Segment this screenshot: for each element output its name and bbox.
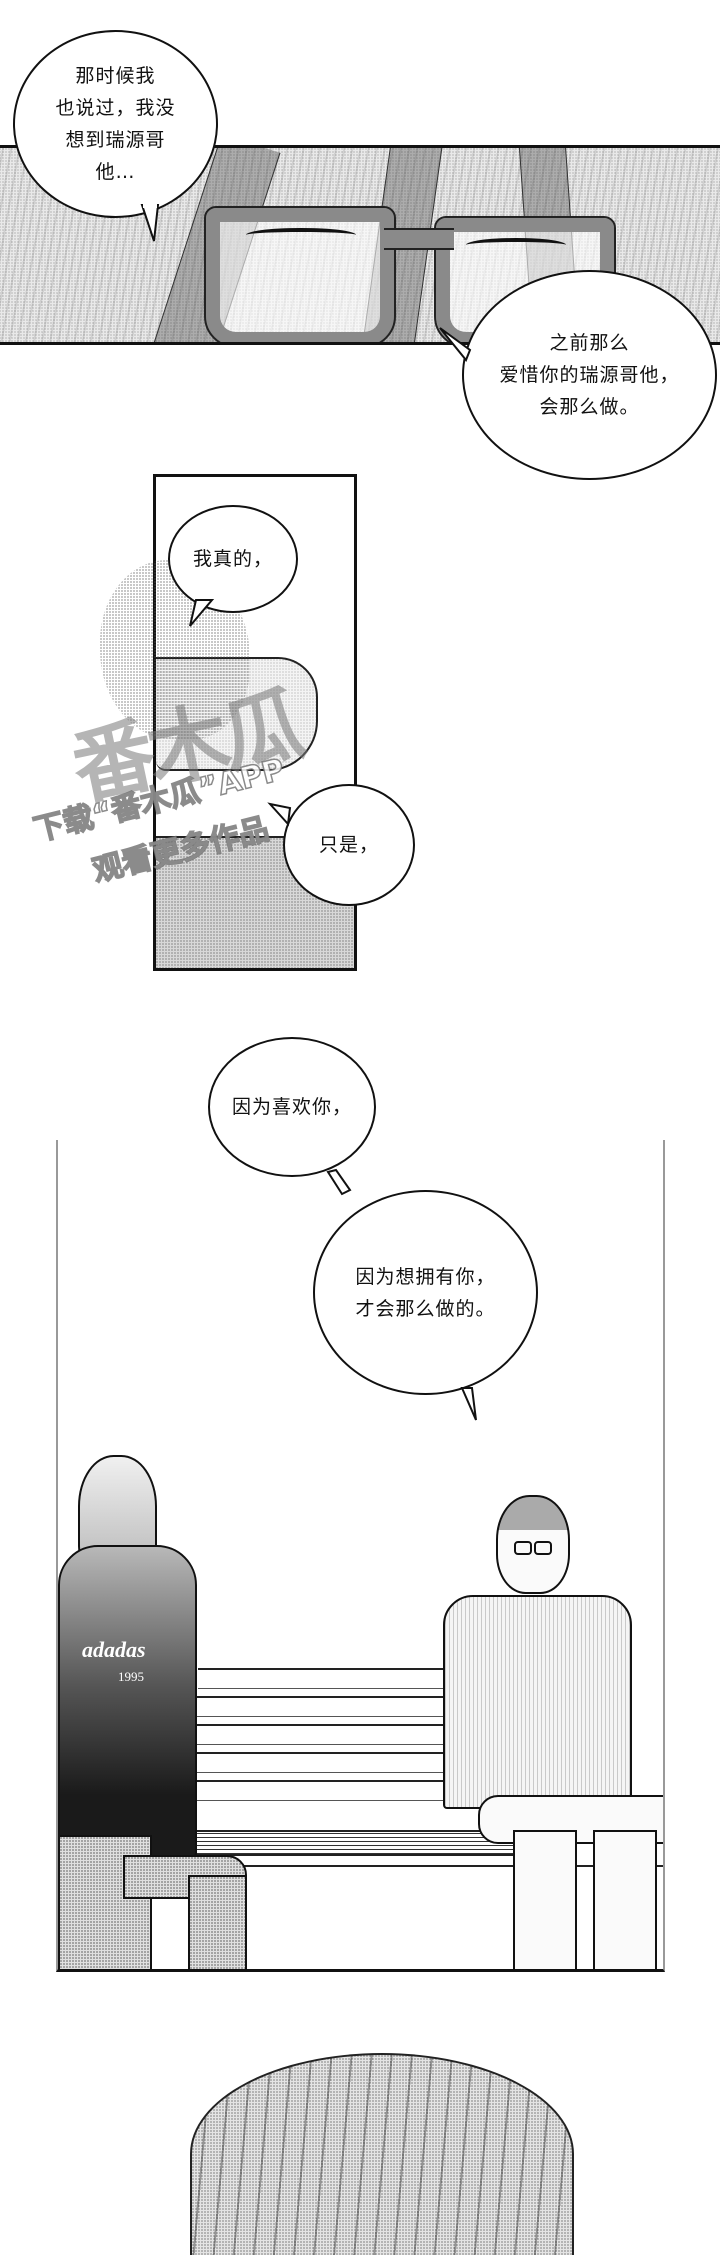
bubble-text: 因为喜欢你， [231,1096,352,1118]
bench-backrest-slat [183,1752,513,1773]
striped-shirt [443,1595,632,1809]
glasses-left-lens [204,206,396,342]
bubble-text: 因为想拥有你， 才会那么做的。 [355,1265,496,1320]
right-character-lower-leg [593,1830,657,1969]
shirt-year-print: 1995 [118,1669,144,1684]
bubble-tail [189,599,215,627]
hooded-character: adadas 1995 [58,1455,258,1969]
bench-backrest-slat [198,1668,508,1689]
right-character-lower-leg [513,1830,577,1969]
bubble-tail [140,204,160,242]
panel-hair-top [190,2053,574,2255]
left-eye [246,228,356,242]
bubble-text: 那时候我 也说过，我没 想到瑞源哥 他… [55,65,176,183]
bench-backrest-slat [183,1780,513,1801]
bubble-tail [267,802,292,827]
speech-bubble: 之前那么 爱惜你的瑞源哥他， 会那么做。 [462,270,717,480]
speech-bubble: 因为喜欢你， [208,1037,376,1177]
bubble-connector [326,1168,352,1196]
clenched-fist [156,657,318,771]
glasses-bridge [384,228,454,250]
glasses-character [443,1495,663,1969]
shirt-brand-print: adadas [82,1637,146,1662]
right-eye [466,238,566,252]
glasses-icon [534,1541,552,1555]
speech-bubble: 那时候我 也说过，我没 想到瑞源哥 他… [13,30,218,218]
speech-bubble: 我真的， [168,505,298,613]
bench-seat [188,1830,548,1856]
speech-bubble: 因为想拥有你， 才会那么做的。 [313,1190,538,1395]
bubble-text: 我真的， [192,548,273,570]
bench-backrest-slat [183,1724,513,1745]
bench-front-rail [58,1865,663,1875]
left-character-lower-leg [188,1875,247,1969]
bubble-tail [460,1387,477,1421]
bubble-tail [439,327,472,362]
speech-bubble: 只是， [283,784,415,906]
bubble-text: 只是， [318,834,379,856]
glasses-icon [514,1541,532,1555]
bubble-text: 之前那么 爱惜你的瑞源哥他， 会那么做。 [499,332,680,418]
hoodie: adadas 1995 [58,1545,197,1859]
head [496,1495,570,1594]
bench-backrest-slat [183,1696,513,1717]
